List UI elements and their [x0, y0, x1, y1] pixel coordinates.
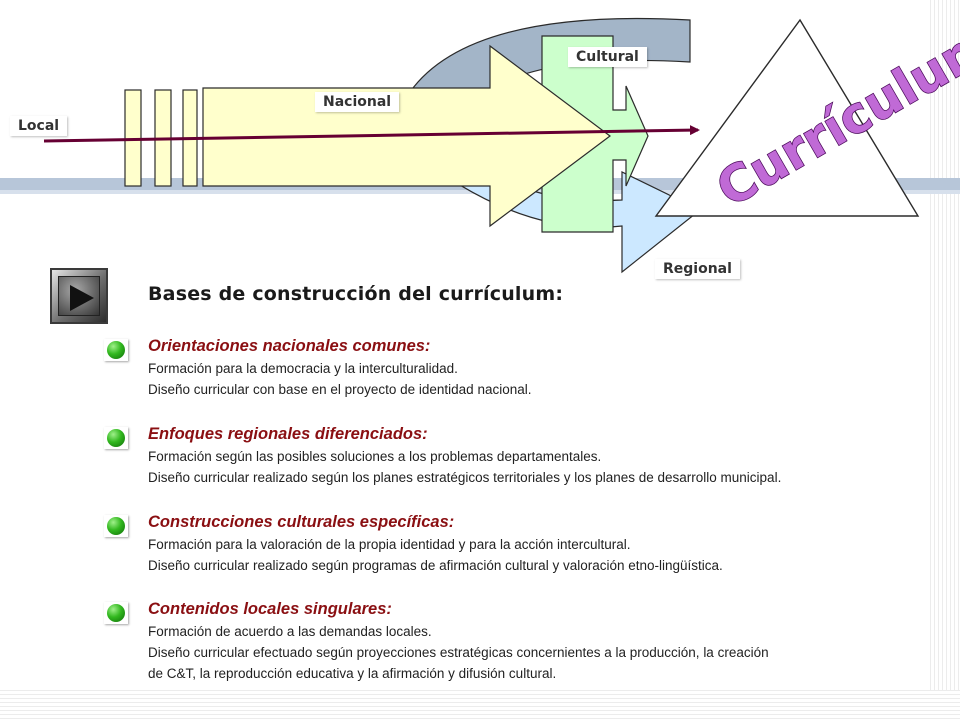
section-line: Formación de acuerdo a las demandas loca…	[148, 624, 432, 639]
section-line: Formación para la valoración de la propi…	[148, 537, 631, 552]
label-regional: Regional	[655, 259, 740, 279]
label-nacional: Nacional	[315, 92, 400, 112]
section-line: Diseño curricular efectuado según proyec…	[148, 645, 769, 660]
section-title: Construcciones culturales específicas:	[148, 513, 455, 531]
section-line: Formación para la democracia y la interc…	[148, 361, 458, 376]
bullet-icon	[104, 602, 128, 624]
section-line: Diseño curricular realizado según progra…	[148, 558, 723, 573]
section-line: de C&T, la reproducción educativa y la a…	[148, 666, 557, 681]
section-line: Diseño curricular realizado según los pl…	[148, 470, 782, 485]
play-button[interactable]	[50, 268, 108, 324]
section-title: Enfoques regionales diferenciados:	[148, 425, 428, 443]
section-line: Diseño curricular con base en el proyect…	[148, 382, 532, 397]
section-title: Contenidos locales singulares:	[148, 600, 392, 618]
curriculum-diagram: Currículum	[43, 13, 960, 274]
play-icon	[70, 285, 94, 311]
local-line-arrow	[43, 125, 700, 143]
curriculum-triangle	[654, 18, 920, 217]
bullet-icon	[104, 339, 128, 361]
label-cultural: Cultural	[568, 47, 647, 67]
background-stripes-right	[930, 0, 960, 720]
label-local: Local	[10, 116, 68, 136]
bullet-icon	[104, 427, 128, 449]
section-line: Formación según las posibles soluciones …	[148, 449, 602, 464]
background-stripes-bottom	[0, 690, 960, 720]
bullet-icon	[104, 515, 128, 537]
section-title: Orientaciones nacionales comunes:	[148, 337, 431, 355]
main-title: Bases de construcción del currículum:	[148, 283, 564, 305]
